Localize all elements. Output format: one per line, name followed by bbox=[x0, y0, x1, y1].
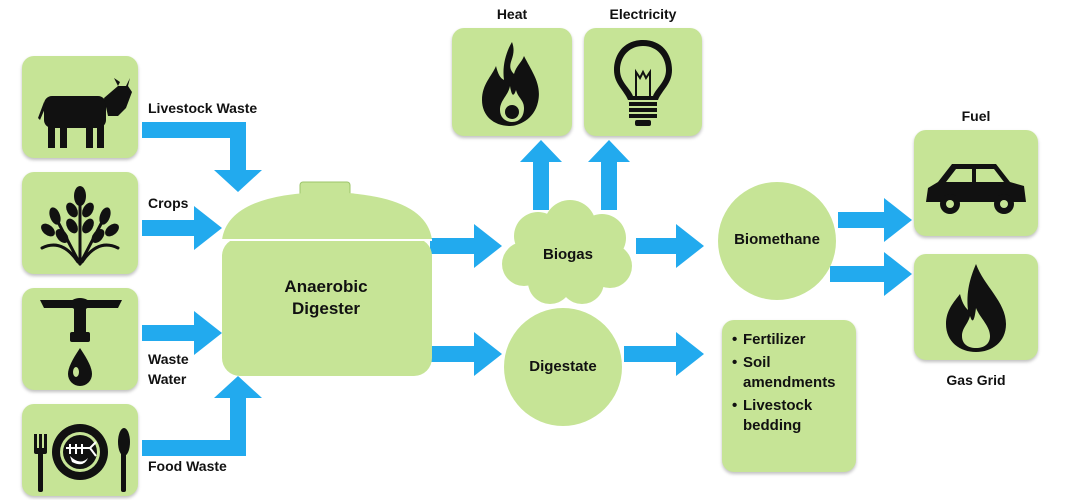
use-soil-text-2: amendments bbox=[743, 374, 836, 391]
waste-water-label-line2: Water bbox=[148, 371, 187, 387]
digestate-uses-box: Fertilizer Soil amendments Livestock beddi… bbox=[722, 320, 856, 472]
waste-water-box bbox=[22, 288, 138, 390]
arrow-to-heat bbox=[520, 140, 562, 210]
livestock-waste-box bbox=[22, 56, 138, 158]
use-fertilizer-text: Fertilizer bbox=[743, 331, 806, 348]
arrow-waste-water bbox=[142, 311, 222, 355]
arrow-livestock bbox=[142, 122, 262, 192]
arrow-to-electricity bbox=[588, 140, 630, 210]
digester-tank bbox=[222, 181, 432, 376]
fuel-label: Fuel bbox=[961, 108, 991, 124]
light-bulb-icon bbox=[614, 40, 672, 126]
digester-label-line2: Digester bbox=[291, 299, 361, 318]
digester-label-line1: Anaerobic bbox=[284, 277, 368, 296]
livestock-waste-label: Livestock Waste bbox=[148, 100, 258, 116]
waste-water-label-line1: Waste bbox=[148, 351, 189, 367]
biomethane-circle bbox=[718, 182, 836, 300]
biomethane-label: Biomethane bbox=[734, 231, 820, 248]
arrow-crops bbox=[142, 206, 222, 250]
use-soil-amendments: Soil amendments bbox=[732, 353, 856, 393]
gas-grid-label: Gas Grid bbox=[946, 372, 1006, 388]
car-icon bbox=[926, 164, 1026, 214]
use-bedding-text-2: bedding bbox=[743, 417, 802, 434]
heat-label: Heat bbox=[496, 6, 528, 22]
flame-icon bbox=[482, 42, 539, 126]
arrow-to-biomethane bbox=[636, 224, 704, 268]
arrow-to-gas-grid bbox=[830, 252, 912, 296]
food-plate-icon bbox=[34, 424, 130, 492]
arrow-to-biogas bbox=[430, 224, 502, 268]
cow-icon bbox=[38, 78, 132, 148]
biogas-label: Biogas bbox=[542, 246, 593, 263]
arrow-to-uses bbox=[624, 332, 704, 376]
electricity-box bbox=[584, 28, 702, 136]
fuel-box bbox=[914, 130, 1038, 236]
digestate-label: Digestate bbox=[529, 358, 597, 375]
faucet-icon bbox=[40, 298, 122, 386]
biogas-cloud bbox=[502, 200, 632, 304]
electricity-label: Electricity bbox=[609, 6, 677, 22]
food-waste-box bbox=[22, 404, 138, 496]
heat-box bbox=[452, 28, 572, 136]
arrow-to-digestate bbox=[430, 332, 502, 376]
gas-grid-box bbox=[914, 254, 1038, 360]
use-soil-text-1: Soil bbox=[743, 354, 771, 371]
use-livestock-bedding: Livestock bedding bbox=[732, 396, 856, 436]
use-bedding-text-1: Livestock bbox=[743, 397, 813, 414]
use-fertilizer: Fertilizer bbox=[732, 330, 856, 350]
food-waste-label: Food Waste bbox=[148, 458, 227, 474]
wheat-icon bbox=[40, 186, 120, 266]
crops-label: Crops bbox=[148, 195, 189, 211]
crops-box bbox=[22, 172, 138, 274]
digestate-circle bbox=[504, 308, 622, 426]
arrow-food-waste bbox=[142, 376, 262, 456]
gas-flame-icon bbox=[946, 264, 1006, 352]
arrow-to-fuel bbox=[838, 198, 912, 242]
